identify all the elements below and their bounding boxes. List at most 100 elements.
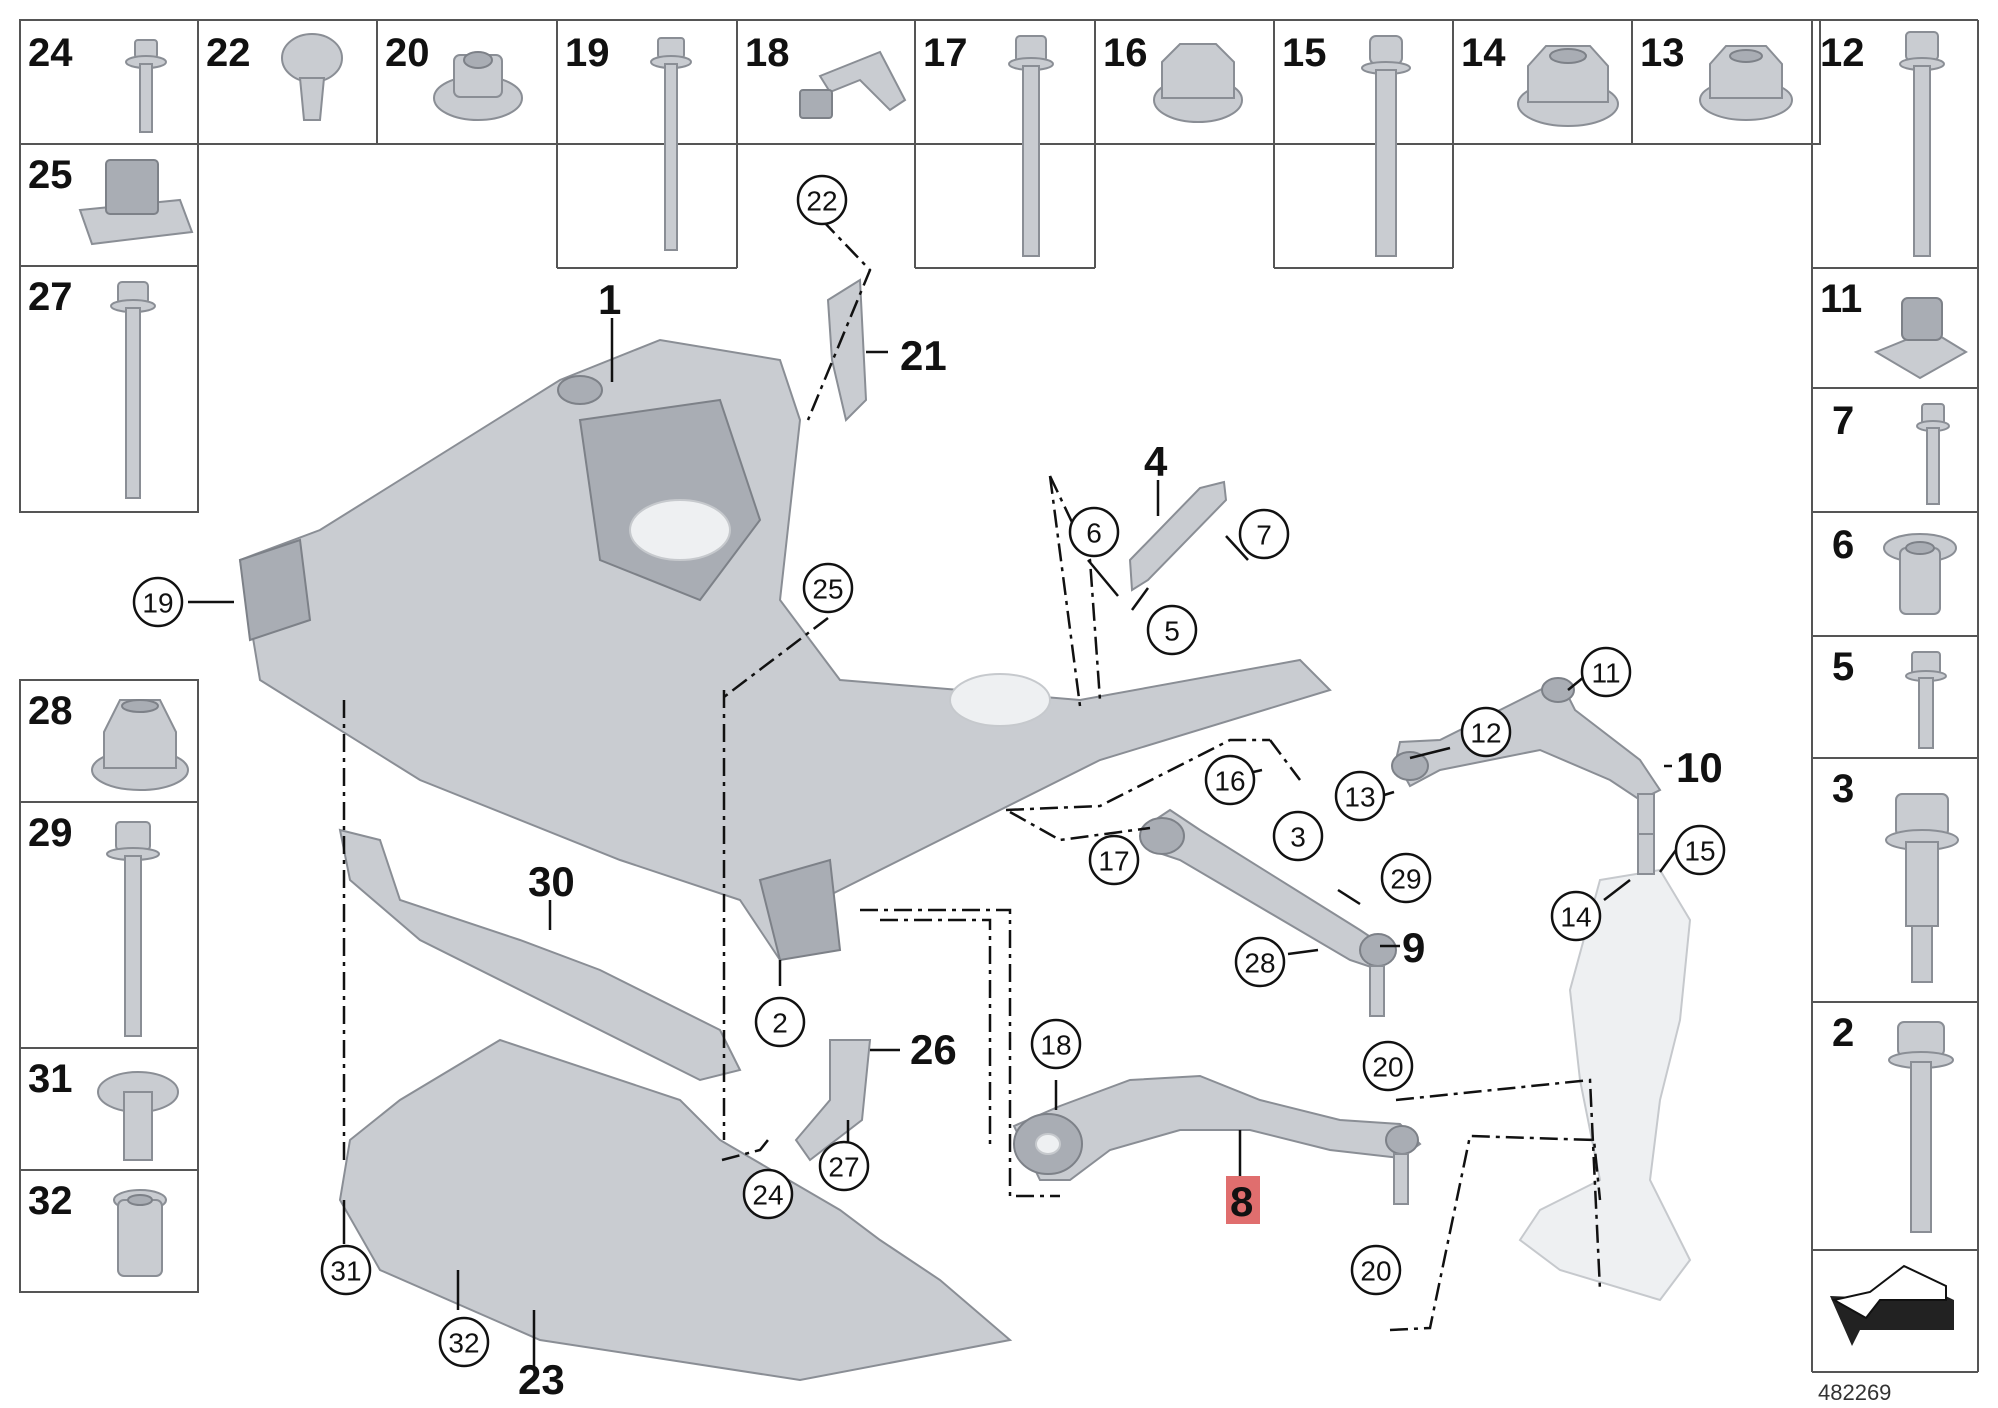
svg-text:31: 31 [330, 1256, 361, 1287]
callout-2: 2 [754, 996, 806, 1048]
cell-label-3: 3 [1832, 767, 1854, 811]
cell-label-14: 14 [1461, 31, 1506, 75]
svg-text:29: 29 [1390, 864, 1421, 895]
expansion-rivet-icon [281, 33, 343, 121]
svg-text:19: 19 [142, 588, 173, 619]
svg-text:32: 32 [448, 1328, 479, 1359]
main-assembly [238, 278, 1692, 1382]
callout-31: 31 [320, 1244, 372, 1296]
cell-label-25: 25 [28, 153, 73, 197]
parts-grid [19, 19, 1979, 1373]
cell-label-24: 24 [28, 31, 73, 75]
cell-label-17: 17 [923, 31, 968, 75]
small-bolt-icon [1916, 403, 1950, 505]
cell-label-6: 6 [1832, 523, 1854, 567]
cell-label-20: 20 [385, 31, 430, 75]
hex-bolt-icon [1008, 35, 1054, 257]
cell-label-27: 27 [28, 275, 73, 319]
callout-28: 28 [1234, 936, 1286, 988]
leader-lines [188, 318, 1678, 1370]
direction-arrow-icon [1830, 1264, 1954, 1346]
collar-nut-icon [1699, 45, 1793, 121]
flange-bolt-icon [125, 39, 167, 133]
callout-29: 29 [1380, 852, 1432, 904]
long-bolt-icon [1899, 31, 1945, 257]
wheel-carrier [1518, 868, 1692, 1302]
plate-nut-icon [1873, 297, 1968, 380]
small-bolt-icon [1905, 651, 1947, 749]
label-26: 26 [910, 1026, 957, 1073]
underbody-shield-23 [338, 1038, 1013, 1382]
label-30: 30 [528, 858, 575, 905]
callout-3: 3 [1272, 810, 1324, 862]
highlight-label-8: 8 [1226, 1176, 1260, 1225]
cell-label-7: 7 [1832, 399, 1854, 443]
collar-nut-icon [433, 51, 523, 121]
svg-text:17: 17 [1098, 846, 1129, 877]
cell-label-19: 19 [565, 31, 610, 75]
tension-strut-4 [1128, 480, 1228, 592]
svg-text:22: 22 [806, 186, 837, 217]
svg-text:11: 11 [1591, 658, 1620, 689]
callout-17: 17 [1088, 834, 1140, 886]
callout-16: 16 [1204, 754, 1256, 806]
screw-icon [97, 1071, 179, 1161]
svg-text:24: 24 [752, 1180, 783, 1211]
bushing-icon [1883, 533, 1957, 615]
label-4: 4 [1144, 438, 1168, 485]
brace-30 [338, 828, 742, 1082]
cell-label-22: 22 [206, 31, 251, 75]
long-bolt-icon [1888, 1021, 1954, 1233]
svg-text:14: 14 [1560, 902, 1591, 933]
long-bolt-icon [106, 821, 160, 1037]
torx-bolt-icon [1361, 35, 1411, 257]
cell-label-5: 5 [1832, 645, 1854, 689]
callout-24: 24 [742, 1168, 794, 1220]
grid-labels: 24 22 20 19 18 17 16 15 14 13 12 25 27 1… [28, 31, 1865, 1223]
cell-label-15: 15 [1282, 31, 1327, 75]
cell-label-28: 28 [28, 689, 73, 733]
dashed-lines [342, 219, 1602, 1332]
svg-text:20: 20 [1360, 1256, 1391, 1287]
hex-nut-icon [1153, 43, 1243, 123]
svg-text:13: 13 [1344, 782, 1375, 813]
callout-12: 12 [1460, 706, 1512, 758]
callout-20: 20 [1362, 1040, 1414, 1092]
bracket-21 [826, 278, 868, 422]
cell-label-32: 32 [28, 1179, 73, 1223]
svg-text:16: 16 [1214, 766, 1245, 797]
front-subframe [238, 338, 1332, 962]
clip-nut-icon [78, 159, 194, 246]
callout-22: 22 [796, 174, 848, 226]
callout-27: 27 [818, 1140, 870, 1192]
callout-7: 7 [1238, 508, 1290, 560]
label-8: 8 [1230, 1178, 1253, 1225]
cell-label-2: 2 [1832, 1011, 1854, 1055]
callout-18: 18 [1030, 1018, 1082, 1070]
bracket-26 [794, 1039, 872, 1162]
callout-14: 14 [1550, 890, 1602, 942]
callout-13: 13 [1334, 770, 1386, 822]
spacer-icon [113, 1189, 167, 1277]
svg-text:12: 12 [1470, 718, 1501, 749]
callout-19: 19 [132, 576, 184, 628]
label-10: 10 [1676, 744, 1723, 791]
hex-nut-icon [91, 699, 189, 791]
callout-25: 25 [802, 562, 854, 614]
label-21: 21 [900, 332, 947, 379]
svg-text:20: 20 [1372, 1052, 1403, 1083]
svg-text:7: 7 [1256, 520, 1272, 551]
svg-text:27: 27 [828, 1152, 859, 1183]
shoulder-bolt-icon [1885, 793, 1959, 983]
cell-label-16: 16 [1103, 31, 1148, 75]
callout-11: 11 [1580, 646, 1632, 698]
label-1: 1 [598, 276, 621, 323]
label-9: 9 [1402, 924, 1425, 971]
svg-text:25: 25 [812, 574, 843, 605]
highlight-box [1226, 1176, 1260, 1224]
reference-number: 482269 [1818, 1380, 1891, 1405]
cell-label-18: 18 [745, 31, 790, 75]
callout-20-lower: 20 [1350, 1244, 1402, 1296]
callout-5: 5 [1146, 604, 1198, 656]
